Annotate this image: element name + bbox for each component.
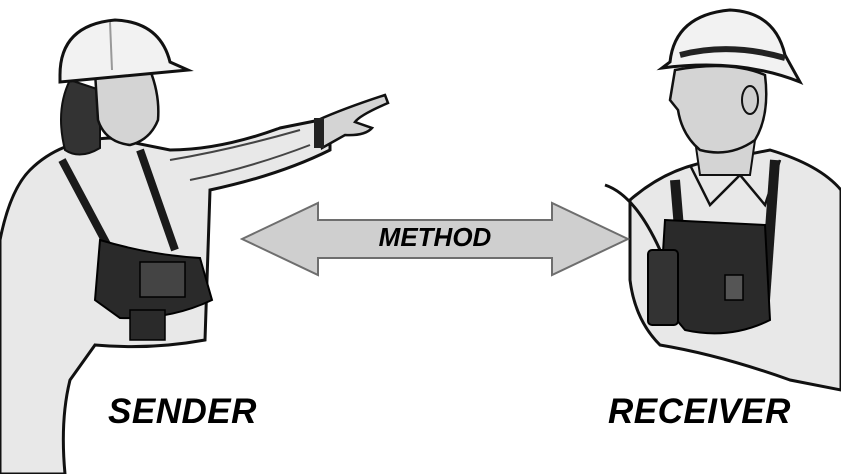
double-arrow-shape (240, 201, 630, 277)
receiver-radio (647, 249, 679, 326)
receiver-illustration (590, 0, 841, 474)
sender-hair (60, 78, 101, 156)
sender-label: SENDER (108, 392, 257, 431)
sender-radio (139, 261, 186, 298)
receiver-figure-svg (604, 8, 841, 392)
sender-hand (316, 93, 390, 150)
receiver-antenna (604, 183, 662, 251)
sender-face (93, 68, 160, 147)
receiver-label: RECEIVER (608, 392, 791, 431)
sender-figure-svg (0, 18, 390, 474)
method-arrow: METHOD (240, 200, 630, 278)
receiver-hardhat (656, 8, 804, 85)
sender-illustration (0, 0, 400, 474)
sender-hardhat (58, 18, 194, 84)
sender-watch (314, 118, 324, 148)
method-label: METHOD (378, 222, 492, 252)
receiver-radio-pack (658, 218, 772, 335)
